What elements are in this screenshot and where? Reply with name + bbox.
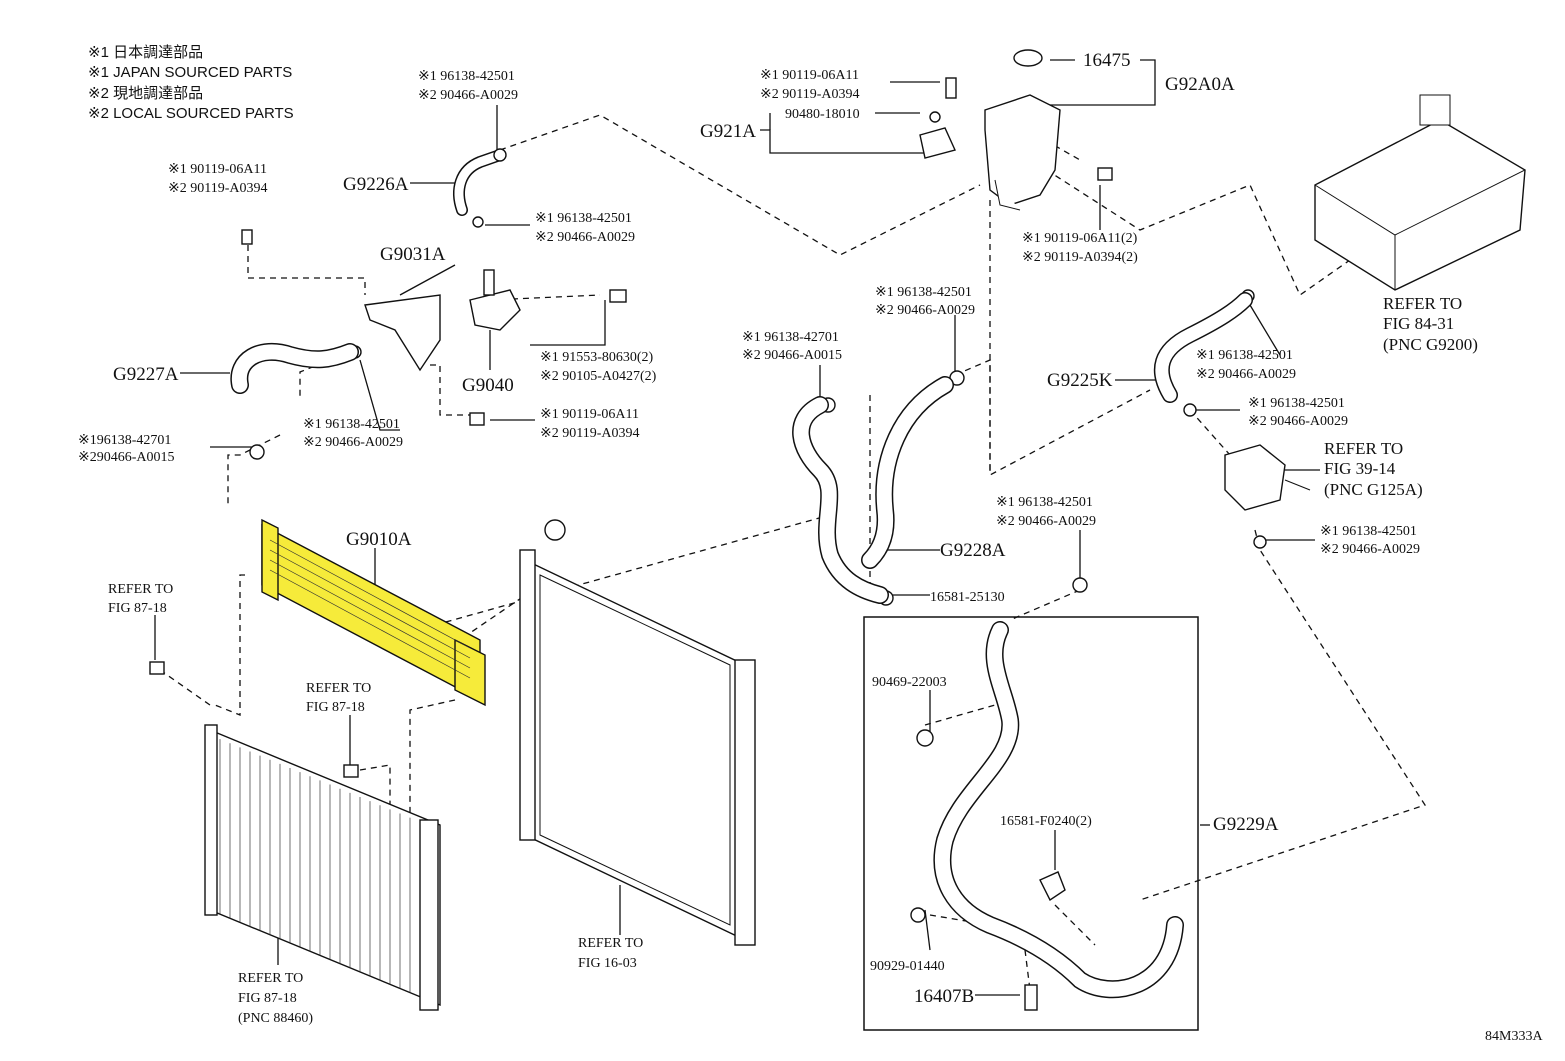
- label-l15-2: FIG 87-18: [238, 991, 297, 1006]
- label-l24-2: ※2 90466-A0015: [742, 348, 842, 363]
- label-l19-2: ※2 90119-A0394: [760, 87, 859, 102]
- label-l13-2: FIG 87-18: [108, 601, 167, 616]
- label-l32-1: REFER TO: [1324, 439, 1403, 458]
- bracket-g9031a[interactable]: [364, 294, 441, 372]
- label-l29-2: ※2 90466-A0029: [1196, 367, 1296, 382]
- drain-plug-16407b[interactable]: [1024, 984, 1038, 1011]
- label-l9-2: ※2 90466-A0029: [303, 435, 403, 450]
- label-l29-1: ※1 96138-42501: [1196, 348, 1293, 363]
- heat-exchanger[interactable]: [1224, 444, 1311, 511]
- label-16581-25130: 16581-25130: [930, 590, 1005, 605]
- label-l1-2: ※2 90466-A0029: [418, 88, 518, 103]
- inverter-assembly[interactable]: [1314, 94, 1526, 291]
- hose-g9226a[interactable]: [453, 149, 506, 216]
- label-l7-1: ※1 91553-80630(2): [540, 350, 654, 365]
- label-90469-22003: 90469-22003: [872, 675, 947, 690]
- label-figure-id: 84M333A: [1485, 1029, 1543, 1044]
- note-4: ※2 LOCAL SOURCED PARTS: [88, 105, 294, 122]
- hose-clamps[interactable]: [249, 148, 1267, 923]
- oil-cooler-g9010a[interactable]: [261, 518, 486, 707]
- label-16407b: 16407B: [914, 986, 974, 1007]
- label-g9010a: G9010A: [346, 529, 412, 550]
- label-16475: 16475: [1083, 50, 1131, 71]
- label-g9031a: G9031A: [380, 244, 446, 265]
- label-l15-3: (PNC 88460): [238, 1011, 313, 1026]
- label-90929-01440: 90929-01440: [870, 959, 945, 974]
- label-g9040: G9040: [462, 375, 514, 396]
- label-l11-1: ※196138-42701: [78, 433, 171, 448]
- water-pump-g9040[interactable]: [469, 269, 521, 331]
- condenser[interactable]: [204, 724, 441, 1011]
- label-l22-2: ※2 90119-A0394(2): [1022, 250, 1138, 265]
- label-l4-2: ※2 90466-A0029: [535, 230, 635, 245]
- note-2: ※1 JAPAN SOURCED PARTS: [88, 64, 292, 81]
- leader-lines: [154, 59, 1401, 996]
- hose-g9225k[interactable]: [1153, 292, 1253, 403]
- note-3: ※2 現地調達部品: [88, 85, 203, 102]
- label-l9-1: ※1 96138-42501: [303, 417, 400, 432]
- part-labels: ※1 96138-42501 ※2 90466-A0029 ※1 90119-0…: [78, 50, 1543, 1044]
- label-l13-1: REFER TO: [108, 582, 173, 597]
- label-l1-1: ※1 96138-42501: [418, 69, 515, 84]
- note-1: ※1 日本調達部品: [88, 44, 203, 61]
- legend-notes: ※1 日本調達部品 ※1 JAPAN SOURCED PARTS ※2 現地調達…: [88, 44, 294, 122]
- bolts[interactable]: [149, 77, 1113, 778]
- label-l22-1: ※1 90119-06A11(2): [1022, 231, 1138, 246]
- label-l31-1: REFER TO: [1383, 294, 1462, 313]
- label-l7-2: ※2 90105-A0427(2): [540, 369, 657, 384]
- hose-g9227a[interactable]: [230, 342, 359, 394]
- label-l16-1: REFER TO: [578, 936, 643, 951]
- label-l32-2: FIG 39-14: [1324, 459, 1396, 478]
- label-l33-1: ※1 96138-42501: [1320, 524, 1417, 539]
- hose-g9228a-a[interactable]: [792, 396, 889, 604]
- label-16581-f0240: 16581-F0240(2): [1000, 814, 1092, 829]
- label-l30-1: ※1 96138-42501: [1248, 396, 1345, 411]
- label-g9229a: G9229A: [1213, 814, 1279, 835]
- label-l2-2: ※2 90119-A0394: [168, 181, 267, 196]
- label-l11-2: ※290466-A0015: [78, 450, 175, 465]
- label-l32-3: (PNC G125A): [1324, 480, 1423, 499]
- label-l4-1: ※1 96138-42501: [535, 211, 632, 226]
- label-g9225k: G9225K: [1047, 370, 1113, 391]
- hose-g9229a[interactable]: [933, 621, 1184, 999]
- label-l31-2: FIG 84-31: [1383, 314, 1454, 333]
- label-l16-2: FIG 16-03: [578, 956, 637, 971]
- label-l14-2: FIG 87-18: [306, 700, 365, 715]
- label-l10-2: ※2 90119-A0394: [540, 426, 639, 441]
- label-90480-18010: 90480-18010: [785, 107, 860, 122]
- label-l19-1: ※1 90119-06A11: [760, 68, 859, 83]
- label-l27-1: ※1 96138-42501: [996, 495, 1093, 510]
- label-l2-1: ※1 90119-06A11: [168, 162, 267, 177]
- radiator[interactable]: [519, 519, 756, 946]
- label-l15-1: REFER TO: [238, 971, 303, 986]
- reservoir-tank[interactable]: [984, 49, 1061, 211]
- label-l27-2: ※2 90466-A0029: [996, 514, 1096, 529]
- label-g921a: G921A: [700, 121, 756, 142]
- label-g9227a: G9227A: [113, 364, 179, 385]
- label-l33-2: ※2 90466-A0029: [1320, 542, 1420, 557]
- label-l14-1: REFER TO: [306, 681, 371, 696]
- bracket-g921a[interactable]: [919, 111, 956, 159]
- label-g9228a: G9228A: [940, 540, 1006, 561]
- label-l30-2: ※2 90466-A0029: [1248, 414, 1348, 429]
- label-l23-1: ※1 96138-42501: [875, 285, 972, 300]
- label-g92a0a: G92A0A: [1165, 74, 1235, 95]
- label-l10-1: ※1 90119-06A11: [540, 407, 639, 422]
- label-l31-3: (PNC G9200): [1383, 335, 1478, 354]
- label-l23-2: ※2 90466-A0029: [875, 303, 975, 318]
- g9229a-box: [863, 616, 1199, 1031]
- label-g9226a: G9226A: [343, 174, 409, 195]
- hose-g9228a-b[interactable]: [861, 376, 954, 569]
- label-l24-1: ※1 96138-42701: [742, 330, 839, 345]
- bracket-16581-f0240[interactable]: [1039, 871, 1066, 902]
